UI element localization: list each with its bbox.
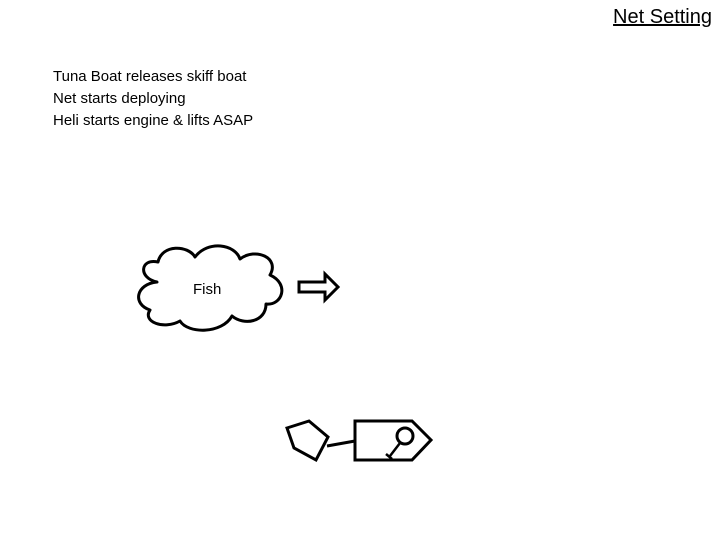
slide-title: Net Setting xyxy=(613,6,712,28)
helicopter-tail-fin xyxy=(385,453,393,460)
note-line: Net starts deploying xyxy=(53,90,186,107)
helicopter-tail xyxy=(389,442,401,457)
helicopter-rotor xyxy=(395,426,415,446)
note-line: Heli starts engine & lifts ASAP xyxy=(53,112,254,129)
step-notes: Tuna Boat releases skiff boat Net starts… xyxy=(53,66,253,132)
note-line: Tuna Boat releases skiff boat xyxy=(53,68,247,85)
fish-school-cloud xyxy=(137,244,284,332)
tow-line xyxy=(326,439,356,448)
fish-label: Fish xyxy=(193,281,222,298)
direction-arrow xyxy=(297,270,341,304)
skiff-boat xyxy=(285,419,330,463)
